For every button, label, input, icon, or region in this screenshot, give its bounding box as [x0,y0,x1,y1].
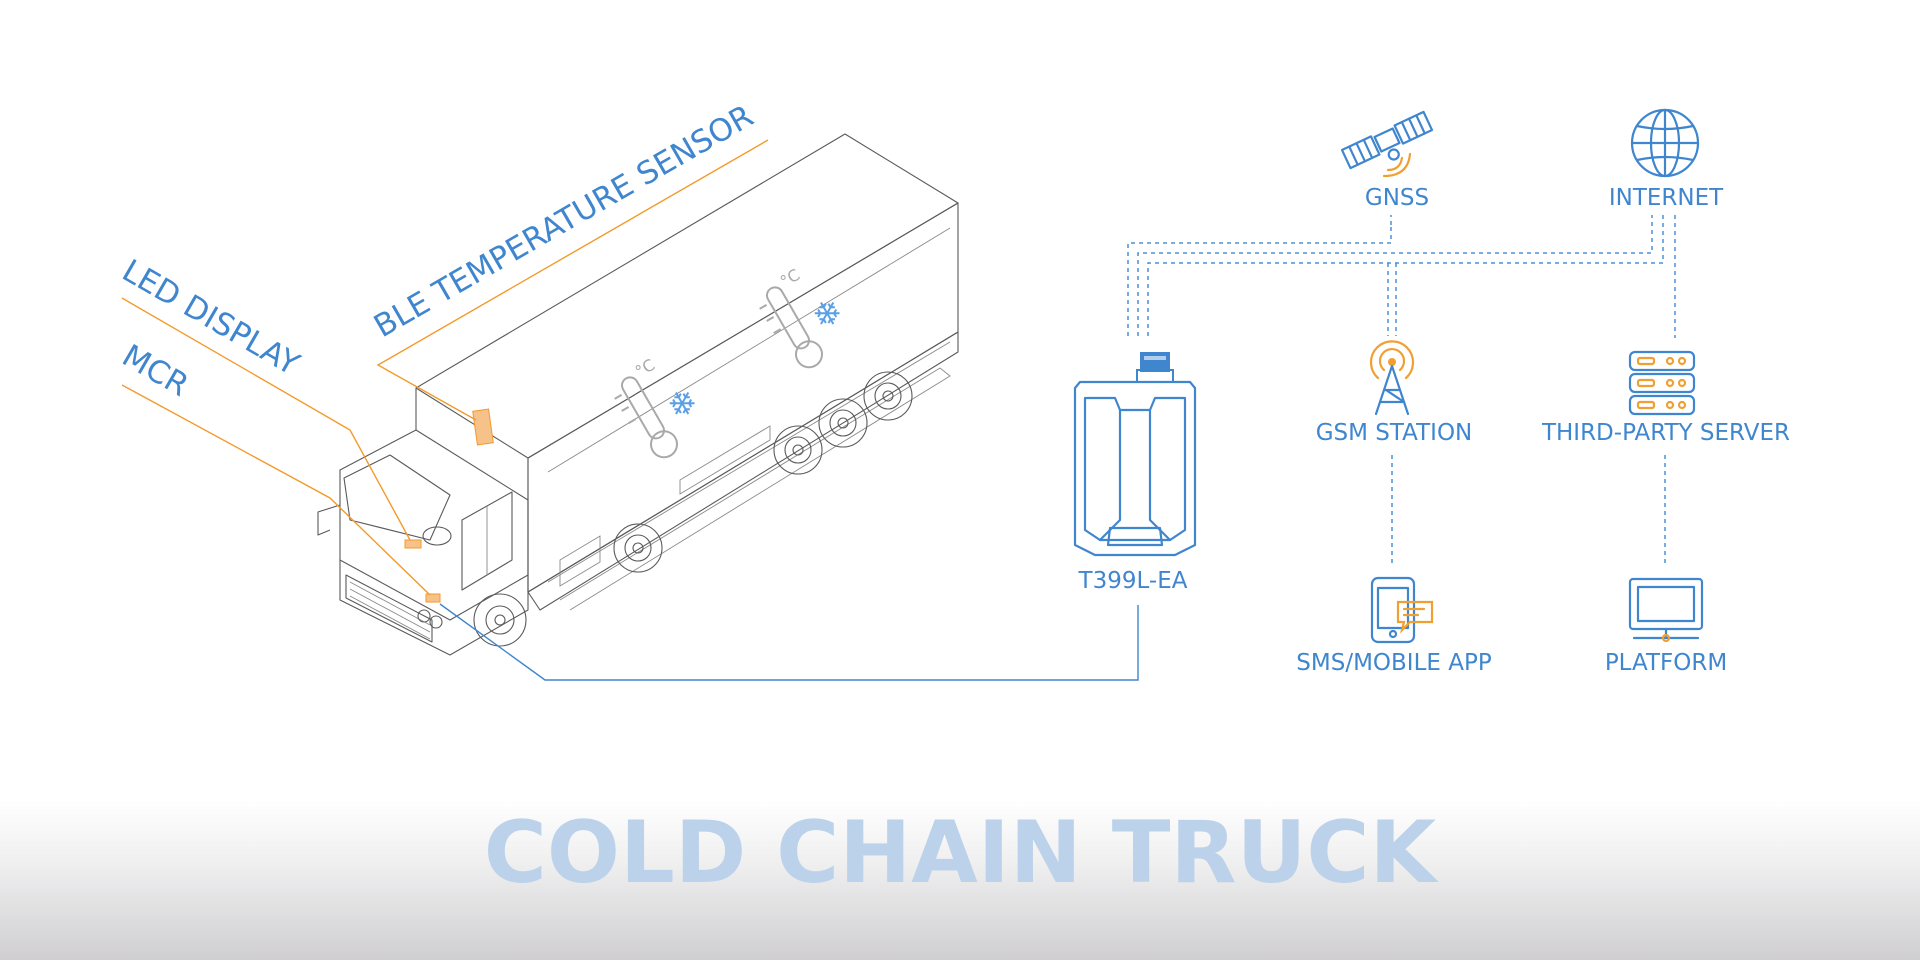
internet-label: INTERNET [1609,185,1724,211]
truck-illustration: °C ❄ °C ❄ [317,133,959,656]
svg-text:°C: °C [632,355,658,381]
mcr-label: MCR [116,338,195,404]
tracker-device-icon [1073,352,1197,557]
platform-label: PLATFORM [1605,650,1727,676]
gnss-label: GNSS [1365,185,1429,211]
thermometer-snowflake-icon: °C ❄ [614,355,706,459]
svg-text:❄: ❄ [661,380,706,429]
satellite-icon [1340,110,1434,170]
gsm-tower-icon [1369,340,1415,416]
thermometer-snowflake-icon: °C ❄ [759,265,851,369]
sms-mobile-app-label: SMS/MOBILE APP [1296,650,1492,676]
third-party-server-label: THIRD-PARTY SERVER [1541,420,1790,446]
bottom-gradient-band [0,800,1920,960]
connection-lines [1127,215,1676,565]
svg-text:°C: °C [777,265,803,291]
server-icon [1628,350,1696,416]
page-title: COLD CHAIN TRUCK [484,803,1440,903]
globe-icon [1630,108,1700,178]
mobile-phone-icon [1370,576,1434,644]
ble-sensor-label: BLE TEMPERATURE SENSOR [368,98,760,345]
truck-wheels [473,371,913,647]
gsm-station-label: GSM STATION [1316,420,1473,446]
annotation-leaders [121,139,1139,681]
monitor-icon [1628,577,1704,643]
device-label: T399L-EA [1078,568,1188,594]
svg-text:❄: ❄ [806,290,851,339]
